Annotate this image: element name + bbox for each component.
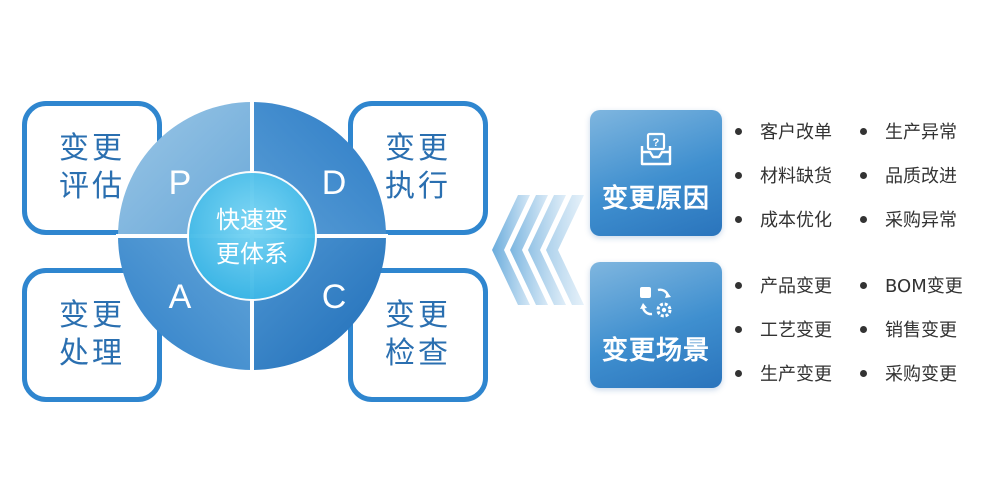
list-item: 客户改单 (735, 118, 832, 144)
change-gear-icon (640, 287, 672, 318)
list-item: 生产变更 (735, 360, 832, 386)
inbox-question-icon: ? (640, 132, 672, 166)
assessment-label: 变更评估 (59, 131, 125, 204)
chevron-arrows-icon (492, 195, 584, 305)
list-item: 销售变更 (860, 316, 957, 342)
list-item: 采购异常 (860, 206, 957, 232)
inspection-label: 变更检查 (385, 298, 451, 371)
center-line-1: 快速变 (216, 206, 288, 234)
list-item: 采购变更 (860, 360, 957, 386)
center-line-2: 更体系 (216, 240, 288, 268)
execution-label: 变更执行 (385, 131, 451, 204)
list-item: 材料缺货 (735, 162, 832, 188)
center-hub (187, 171, 317, 301)
pdca-cycle-diagram: P D A C 快速变 更体系 (116, 100, 388, 372)
letter-c: C (322, 278, 347, 316)
list-item: 工艺变更 (735, 316, 832, 342)
list-item: 品质改进 (860, 162, 957, 188)
list-item: 生产异常 (860, 118, 957, 144)
list-item: BOM变更 (860, 272, 963, 298)
list-item: 产品变更 (735, 272, 832, 298)
change-scene-card: 变更场景 (590, 262, 722, 388)
change-scene-title: 变更场景 (601, 336, 710, 366)
letter-d: D (322, 164, 347, 202)
change-reason-card: ? 变更原因 (590, 110, 722, 236)
svg-text:?: ? (653, 137, 660, 149)
list-item: 成本优化 (735, 206, 832, 232)
change-reason-title: 变更原因 (601, 184, 710, 214)
letter-a: A (169, 278, 192, 316)
handling-label: 变更处理 (59, 298, 125, 371)
letter-p: P (169, 164, 192, 202)
